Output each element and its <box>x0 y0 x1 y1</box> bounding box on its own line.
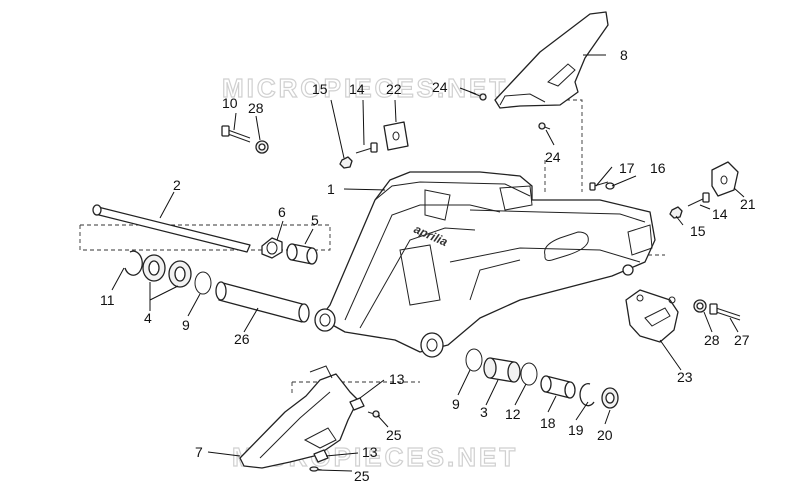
seal-20 <box>601 387 619 409</box>
screw-17 <box>589 181 609 191</box>
callout-28-left: 28 <box>248 100 264 116</box>
callout-16: 16 <box>650 160 666 176</box>
callout-10: 10 <box>222 95 238 111</box>
callout-12: 12 <box>505 406 521 422</box>
callout-19: 19 <box>568 422 584 438</box>
needle-bearing <box>483 357 521 383</box>
ring-12 <box>520 362 538 386</box>
washer-28-left <box>255 140 269 154</box>
callout-21: 21 <box>740 196 756 212</box>
chain-slider-plate <box>625 289 679 343</box>
leader-lines <box>111 54 745 472</box>
pivot-bearings <box>142 254 192 288</box>
callout-24-upper: 24 <box>432 79 448 95</box>
callout-4: 4 <box>144 310 152 326</box>
screw-14-right <box>687 192 710 207</box>
washer-16 <box>605 182 615 190</box>
callout-14-right: 14 <box>712 206 728 222</box>
screw-24-lower <box>538 122 551 130</box>
bolt-10 <box>221 125 251 143</box>
chain-slider <box>239 365 359 469</box>
callout-14-left: 14 <box>349 81 365 97</box>
swingarm-axle <box>92 204 251 253</box>
callout-8: 8 <box>620 47 628 63</box>
pivot-tube <box>215 281 310 323</box>
callout-18: 18 <box>540 415 556 431</box>
spacer-13-lower <box>313 449 329 463</box>
nut-15-left <box>339 156 353 169</box>
axle-nut <box>261 237 283 259</box>
nut-15-right <box>669 206 683 219</box>
screw-25-upper <box>367 410 381 418</box>
swingarm: aprilia <box>314 171 656 358</box>
callout-24-lower: 24 <box>545 149 561 165</box>
assembly-guide-lines <box>79 99 665 395</box>
callout-11: 11 <box>100 292 115 308</box>
callout-25-lower: 25 <box>354 468 370 484</box>
callout-26: 26 <box>234 331 250 347</box>
callout-15-right: 15 <box>690 223 706 239</box>
callout-9-left: 9 <box>182 317 190 333</box>
callout-25-upper: 25 <box>386 427 402 443</box>
watermark-top: MICROPIECES.NET <box>222 73 508 103</box>
callout-20: 20 <box>597 427 613 443</box>
washer-28-right <box>693 299 707 313</box>
o-ring-right <box>465 348 483 372</box>
callout-28-right: 28 <box>704 332 720 348</box>
pivot-bushing <box>286 243 318 265</box>
callout-5: 5 <box>311 212 319 228</box>
o-ring-left <box>194 271 212 295</box>
callout-22: 22 <box>386 81 402 97</box>
callout-13-upper: 13 <box>389 371 405 387</box>
callout-15-left: 15 <box>312 81 328 97</box>
callout-labels: 1 2 3 4 5 6 7 8 9 9 10 11 12 13 13 14 14… <box>100 47 756 484</box>
spacer-13-upper <box>349 397 365 411</box>
adjuster-cap-21 <box>711 161 739 197</box>
bolt-27 <box>709 303 741 321</box>
spacer-18 <box>540 375 576 399</box>
callout-3: 3 <box>480 404 488 420</box>
chain-guard <box>494 11 609 109</box>
callout-17: 17 <box>619 160 635 176</box>
circlip-19 <box>579 383 595 407</box>
callout-9-right: 9 <box>452 396 460 412</box>
callout-2: 2 <box>173 177 181 193</box>
circlip-left <box>124 250 143 276</box>
callout-27: 27 <box>734 332 750 348</box>
callout-13-lower: 13 <box>362 444 378 460</box>
callout-1: 1 <box>327 181 335 197</box>
screw-14-left <box>355 142 378 154</box>
adjuster-cap-22 <box>383 121 409 151</box>
callout-6: 6 <box>278 204 286 220</box>
callout-23: 23 <box>677 369 693 385</box>
callout-7: 7 <box>195 444 203 460</box>
